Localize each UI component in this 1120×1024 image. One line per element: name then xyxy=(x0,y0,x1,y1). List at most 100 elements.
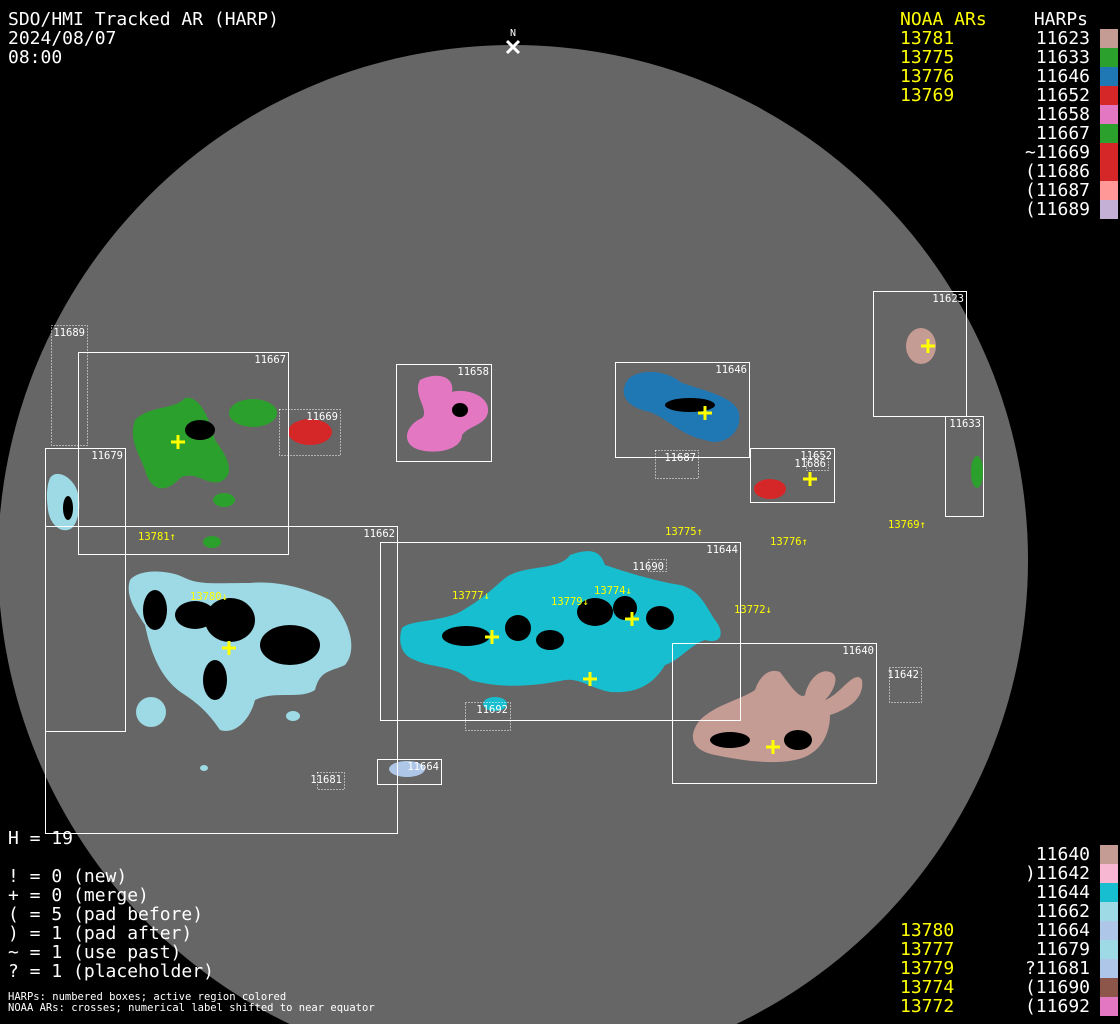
region-11652 xyxy=(754,479,786,499)
noaa-id: 13780 xyxy=(900,920,955,941)
harp-box-label: 11664 xyxy=(407,761,439,773)
legend-row: 11662 xyxy=(900,902,1120,921)
harp-box-11662: 11662 xyxy=(45,526,398,834)
footnote-noaa: NOAA ARs: crosses; numerical label shift… xyxy=(8,1002,375,1014)
region-11681 xyxy=(200,765,208,771)
noaa-label: 13781↑ xyxy=(138,531,176,543)
header-title: SDO/HMI Tracked AR (HARP) xyxy=(8,9,279,30)
noaa-cross-icon xyxy=(766,740,780,754)
harp-id: )11642 xyxy=(1024,863,1090,884)
color-swatch xyxy=(1100,997,1118,1016)
north-marker: N xyxy=(505,28,521,55)
harp-box-11623: 11623 xyxy=(873,291,967,417)
harp-box-11667: 11667 xyxy=(78,352,289,555)
harp-id: 11667 xyxy=(1035,123,1090,144)
harp-box-label: 11662 xyxy=(363,528,395,540)
legend-row: 13779?11681 xyxy=(900,959,1120,978)
north-x-icon xyxy=(505,39,521,55)
color-swatch xyxy=(1100,940,1118,959)
noaa-id: 13777 xyxy=(900,939,955,960)
legend-row: 11667 xyxy=(900,124,1120,143)
north-label: N xyxy=(510,28,516,39)
harp-box-label: 11644 xyxy=(706,544,738,556)
harp-box-11644: 11644 xyxy=(380,542,741,721)
harp-id: 11623 xyxy=(1035,28,1090,49)
harp-box-outline xyxy=(750,448,835,503)
color-swatch xyxy=(1100,978,1118,997)
harp-box-label: 11658 xyxy=(457,366,489,378)
harp-box-label: 11690 xyxy=(632,561,664,573)
sunspot xyxy=(205,598,255,642)
harp-count: H = 19 xyxy=(8,828,74,849)
harp-box-label: 11633 xyxy=(949,418,981,430)
sunspot xyxy=(710,732,750,748)
legend-row: (11689 xyxy=(900,200,1120,219)
sunspot xyxy=(665,398,715,412)
harp-box-11692: 11692 xyxy=(465,702,511,731)
harp-box-11640: 11640 xyxy=(672,643,877,784)
noaa-id: 13769 xyxy=(900,85,955,106)
region-11658 xyxy=(407,375,489,452)
harp-box-outline xyxy=(78,352,289,555)
sunspot xyxy=(784,730,812,750)
noaa-label: 13780↓ xyxy=(190,591,228,603)
sunspots xyxy=(63,398,812,750)
harp-id: ~11669 xyxy=(1024,142,1090,163)
harp-box-outline xyxy=(380,542,741,721)
noaa-crosses xyxy=(171,339,935,754)
color-swatch xyxy=(1100,124,1118,143)
harp-box-label: 11669 xyxy=(306,411,338,423)
region-11644 xyxy=(400,551,721,693)
harp-box-11633: 11633 xyxy=(945,416,984,517)
sunspot xyxy=(452,403,468,417)
harp-box-outline xyxy=(873,291,967,417)
sunspot xyxy=(143,590,167,630)
harps-header: HARPs xyxy=(1033,9,1088,30)
harp-box-outline xyxy=(377,759,442,785)
harp-id: ?11681 xyxy=(1024,958,1090,979)
color-swatch xyxy=(1100,902,1118,921)
harp-id: 11664 xyxy=(1035,920,1090,941)
harp-box-label: 11692 xyxy=(476,704,508,716)
harp-id: 11633 xyxy=(1035,47,1090,68)
harp-id: 11646 xyxy=(1035,66,1090,87)
color-swatch xyxy=(1100,864,1118,883)
noaa-cross-icon xyxy=(803,472,817,486)
harp-id: 11662 xyxy=(1035,901,1090,922)
harp-boxes: 1162311633116461165211686116871165811667… xyxy=(45,291,984,834)
color-swatch xyxy=(1100,48,1118,67)
footnote-harps: HARPs: numbered boxes; active region col… xyxy=(8,991,287,1003)
solar-disk xyxy=(0,45,1028,1024)
legend-row: ~11669 xyxy=(900,143,1120,162)
status-key: ! = 0 (new)+ = 0 (merge)( = 5 (pad befor… xyxy=(8,867,214,981)
harp-box-label: 11681 xyxy=(310,774,342,786)
harp-box-11687: 11687 xyxy=(655,450,699,479)
color-swatch xyxy=(1100,845,1118,864)
active-regions xyxy=(46,328,983,777)
harp-box-outline xyxy=(672,643,877,784)
noaa-cross-icon xyxy=(583,672,597,686)
harp-box-label: 11689 xyxy=(53,327,85,339)
legend-row: 11658 xyxy=(900,105,1120,124)
color-swatch xyxy=(1100,921,1118,940)
noaa-cross-icon xyxy=(222,641,236,655)
color-swatch xyxy=(1100,181,1118,200)
sunspot xyxy=(577,598,613,626)
status-key-line: ! = 0 (new) xyxy=(8,866,128,887)
color-swatch xyxy=(1100,959,1118,978)
legend-row: 13774(11690 xyxy=(900,978,1120,997)
header-date: 2024/08/07 xyxy=(8,28,117,49)
color-swatch xyxy=(1100,200,1118,219)
harp-id: 11640 xyxy=(1035,844,1090,865)
color-swatch xyxy=(1100,883,1118,902)
sunspot xyxy=(260,625,320,665)
legend-row: (11686 xyxy=(900,162,1120,181)
noaa-label: 13774↓ xyxy=(594,585,632,597)
status-key-line: ) = 1 (pad after) xyxy=(8,923,193,944)
harp-id: 11658 xyxy=(1035,104,1090,125)
legend-header: NOAA ARs HARPs xyxy=(900,10,1120,29)
